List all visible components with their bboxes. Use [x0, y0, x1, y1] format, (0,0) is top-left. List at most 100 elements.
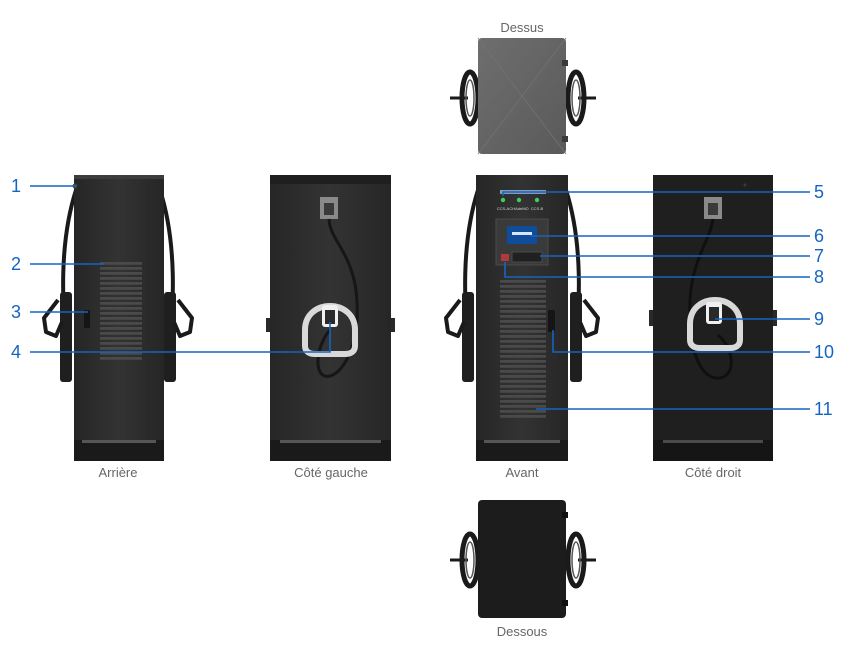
rfid-card-reader	[511, 251, 543, 263]
vent-slat	[500, 335, 546, 338]
vent-slat	[500, 400, 546, 403]
callout-4: 4	[11, 342, 21, 362]
left-side-view-label: Côté gauche	[294, 465, 368, 480]
vent-slat	[500, 325, 546, 328]
vent-slat	[500, 310, 546, 313]
callout-1: 1	[11, 176, 21, 196]
bottom-view-left-holster	[450, 531, 481, 589]
vent-slat	[500, 410, 546, 413]
front-view-vent-grille	[500, 280, 546, 418]
vent-slat	[500, 355, 546, 358]
status-led	[500, 197, 506, 203]
right-side-view-label: Côté droit	[685, 465, 742, 480]
vent-slat	[100, 297, 142, 300]
vent-slat	[100, 287, 142, 290]
vent-slat	[500, 320, 546, 323]
bottom-view-cabinet	[478, 500, 566, 618]
vent-slat	[100, 347, 142, 350]
leader-5	[502, 191, 810, 196]
vent-slat	[500, 380, 546, 383]
vent-slat	[500, 385, 546, 388]
callout-10: 10	[814, 342, 834, 362]
callout-leaders	[30, 185, 810, 410]
vent-slat	[500, 360, 546, 363]
front-view-lock	[548, 310, 555, 332]
callout-7: 7	[814, 246, 824, 266]
vent-slat	[100, 317, 142, 320]
vent-slat	[500, 365, 546, 368]
vent-slat	[500, 280, 546, 283]
vent-slat	[500, 345, 546, 348]
vent-slat	[100, 342, 142, 345]
callout-8: 8	[814, 267, 824, 287]
left-side-view: Côté gauche	[266, 175, 395, 480]
vent-slat	[100, 262, 142, 265]
bottom-view-right-holster	[565, 531, 596, 589]
status-led	[516, 197, 522, 203]
leader-4	[30, 322, 331, 353]
vent-slat	[100, 332, 142, 335]
vent-slat	[500, 285, 546, 288]
bottom-view: Dessous	[450, 500, 596, 639]
vent-slat	[500, 330, 546, 333]
right-side-view: Côté droit	[649, 175, 777, 480]
vent-slat	[100, 277, 142, 280]
vent-slat	[100, 307, 142, 310]
back-view-right-holster	[164, 292, 194, 382]
status-led-label: CCS-A	[497, 206, 510, 211]
top-view: Dessus	[450, 20, 596, 155]
vent-slat	[100, 267, 142, 270]
bottom-view-label: Dessous	[497, 624, 548, 639]
status-led	[534, 197, 540, 203]
leader-8	[504, 262, 810, 278]
vent-slat	[100, 337, 142, 340]
back-view: Arrière	[42, 175, 194, 480]
vent-slat	[100, 282, 142, 285]
callout-11: 11	[814, 399, 833, 419]
vent-slat	[500, 300, 546, 303]
vent-slat	[500, 370, 546, 373]
top-view-left-holster	[450, 69, 481, 127]
vent-slat	[100, 302, 142, 305]
vent-slat	[100, 352, 142, 355]
back-view-left-holster	[42, 292, 72, 382]
vent-slat	[100, 357, 142, 360]
vent-slat	[500, 315, 546, 318]
callout-3: 3	[11, 302, 21, 322]
callout-numbers: 1 2 3 4 5 6 7 8 9 10 11	[11, 176, 834, 419]
front-view-left-holster	[444, 292, 474, 382]
leader-10	[552, 330, 810, 353]
vent-slat	[500, 390, 546, 393]
vent-slat	[100, 322, 142, 325]
vent-slat	[500, 290, 546, 293]
vent-slat	[100, 327, 142, 330]
status-led-label: CHAdeMO	[509, 206, 528, 211]
vent-slat	[500, 340, 546, 343]
vent-slat	[500, 305, 546, 308]
top-view-right-holster	[565, 69, 596, 127]
vent-slat	[500, 350, 546, 353]
callout-9: 9	[814, 309, 824, 329]
vent-slat	[100, 292, 142, 295]
status-led-label: CCS-B	[531, 206, 544, 211]
back-view-handle	[84, 310, 90, 328]
callout-5: 5	[814, 182, 824, 202]
callout-6: 6	[814, 226, 824, 246]
front-view-right-holster	[570, 292, 600, 382]
emergency-stop-button	[501, 254, 509, 261]
back-view-vent-grille	[100, 262, 142, 360]
vent-slat	[500, 375, 546, 378]
front-view-label: Avant	[505, 465, 538, 480]
vent-slat	[100, 312, 142, 315]
back-view-label: Arrière	[98, 465, 137, 480]
top-view-label: Dessus	[500, 20, 544, 35]
callout-2: 2	[11, 254, 21, 274]
vent-slat	[500, 395, 546, 398]
vent-slat	[500, 415, 546, 418]
vent-slat	[100, 272, 142, 275]
vent-slat	[500, 405, 546, 408]
vent-slat	[500, 295, 546, 298]
